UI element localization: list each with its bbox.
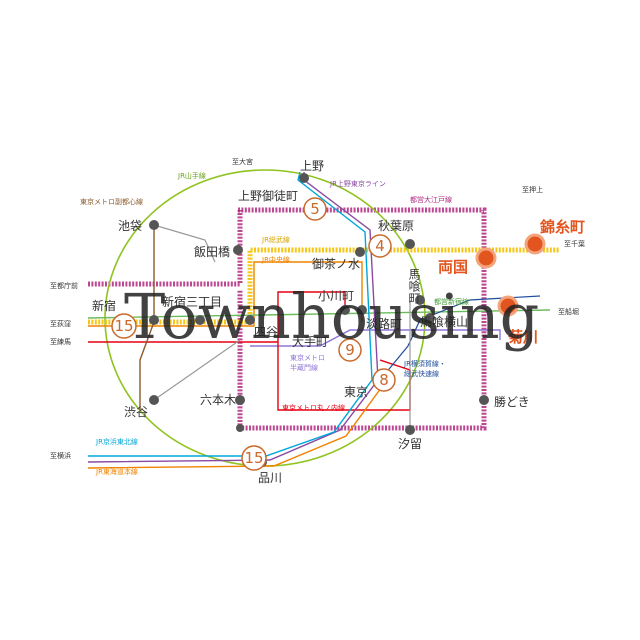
label-line-keihin: JR京浜東北線 xyxy=(95,437,138,446)
label-line-tokaido: JR東海道本線 xyxy=(95,467,138,476)
label-line-hanzomon-2: 半蔵門線 xyxy=(290,363,318,372)
dir-tochomae: 至都庁前 xyxy=(50,281,78,290)
fukutoshin-line xyxy=(139,225,155,410)
label-tokyo: 東京 xyxy=(344,385,368,399)
dir-chiba: 至千葉 xyxy=(564,239,585,248)
marunouchi-north xyxy=(277,291,346,342)
dot-shibuya xyxy=(149,395,159,405)
dot-shinjuku xyxy=(149,315,159,325)
dot-oedo-sw xyxy=(236,424,244,432)
label-line-oedo: 都営大江戸線 xyxy=(410,195,452,204)
dot-bakuro-yokoyama xyxy=(425,313,435,323)
label-ogawamachi: 小川町 xyxy=(318,289,354,303)
dir-funabori: 至船堀 xyxy=(558,307,579,316)
badge-shinagawa: 15 xyxy=(241,445,267,471)
dot-shiodome xyxy=(405,425,415,435)
label-ryogoku: 両国 xyxy=(438,258,468,276)
dir-yokohama: 至横浜 xyxy=(50,451,71,460)
grey-link xyxy=(153,224,216,263)
badge-akihabara: 4 xyxy=(368,234,392,258)
dot-shinjuku-sanchome xyxy=(195,315,205,325)
label-line-sobu-rapid: 総武快速線 xyxy=(404,369,439,378)
badge-shinagawa-text: 15 xyxy=(244,449,263,467)
hanzomon-line xyxy=(250,329,501,347)
label-shinjuku-sanchome: 新宿三丁目 xyxy=(162,294,222,309)
badge-tokyo-text: 8 xyxy=(379,371,389,389)
dot-kachidoki xyxy=(479,395,489,405)
dot-ogawamachi xyxy=(340,305,350,315)
label-bakurocho: 馬喰町 xyxy=(407,268,421,304)
label-yotsuya: 四谷 xyxy=(254,325,278,339)
dot-bakurocho xyxy=(415,295,425,305)
label-line-shinjuku: 都営新宿線 xyxy=(434,297,469,306)
shinjuku-line xyxy=(87,309,551,319)
label-shiodome: 汐留 xyxy=(398,436,422,451)
direction-labels: 至大宮 至押上 至千葉 至船堀 至都庁前 至荻窪 至練馬 至横浜 xyxy=(50,157,585,460)
label-line-yamanote: JR山手線 xyxy=(177,171,206,180)
label-line-hanzomon: 東京メトロ xyxy=(290,353,325,362)
line-labels: JR山手線 東京メトロ副都心線 JR上野東京ライン 都営大江戸線 JR総武線 J… xyxy=(80,171,469,476)
oedo-line-west xyxy=(88,210,243,287)
watermark: Townhousing xyxy=(124,280,539,353)
dot-ikebukuro xyxy=(149,220,159,230)
oedo-line xyxy=(237,207,487,431)
label-bakuro-yokoyama: 馬喰横山 xyxy=(420,314,468,329)
label-line-ueno-tokyo: JR上野東京ライン xyxy=(329,179,386,188)
grey-link-2 xyxy=(153,339,241,401)
label-line-yokosuka: JR横須賀線・ xyxy=(403,359,446,368)
badge-ueno-okachimachi: 5 xyxy=(303,197,327,221)
dot-ueno xyxy=(299,173,309,183)
badge-akihabara-text: 4 xyxy=(375,237,385,255)
dir-omiya: 至大宮 xyxy=(232,157,253,166)
badge-shinjuku: 15 xyxy=(111,313,137,339)
station-labels: 上野 上野御徒町 池袋 飯田橋 秋葉原 御茶ノ水 馬喰町 両国 錦糸町 新宿 新… xyxy=(92,159,585,485)
label-shinagawa: 品川 xyxy=(258,471,282,485)
badge-ueno-okachimachi-text: 5 xyxy=(310,200,320,218)
dot-yotsuya xyxy=(245,315,255,325)
label-shibuya: 渋谷 xyxy=(124,405,148,419)
badge-tokyo: 8 xyxy=(372,368,396,392)
label-kachidoki: 勝どき xyxy=(494,394,530,409)
dot-iidabashi xyxy=(233,245,243,255)
label-shinjuku: 新宿 xyxy=(92,298,116,313)
label-roppongi: 六本木 xyxy=(200,393,236,407)
minute-badges: 5 4 15 9 8 15 xyxy=(111,197,396,471)
badge-otemachi-text: 9 xyxy=(345,341,355,359)
dot-roppongi xyxy=(235,395,245,405)
dot-ryogoku xyxy=(475,247,497,269)
label-line-fukutoshin: 東京メトロ副都心線 xyxy=(80,197,143,206)
dir-nerima: 至練馬 xyxy=(50,337,71,346)
label-ochanomizu: 御茶ノ水 xyxy=(312,256,360,271)
badge-shinjuku-text: 15 xyxy=(114,317,133,335)
label-kikukawa: 菊川 xyxy=(508,328,538,346)
dot-awajicho xyxy=(357,305,367,315)
dir-ogikubo: 至荻窪 xyxy=(50,319,71,328)
tokaido-line xyxy=(87,383,385,469)
label-kinshicho: 錦糸町 xyxy=(539,218,585,236)
badge-otemachi: 9 xyxy=(338,338,362,362)
dir-oshiage: 至押上 xyxy=(522,185,543,194)
dot-akihabara xyxy=(405,239,415,249)
dot-kinshicho xyxy=(524,233,546,255)
yokosuka-line xyxy=(379,295,541,381)
label-ueno-okachimachi: 上野御徒町 xyxy=(238,188,298,203)
label-akihabara: 秋葉原 xyxy=(378,219,414,233)
label-iidabashi: 飯田橋 xyxy=(194,244,230,259)
label-otemachi: 大手町 xyxy=(292,335,328,349)
label-line-marunouchi: 東京メトロ丸ノ内線 xyxy=(282,403,345,412)
label-ueno: 上野 xyxy=(300,159,324,173)
dot-kikukawa xyxy=(497,295,519,317)
dot-ochanomizu xyxy=(355,247,365,257)
label-line-sobu: JR総武線 xyxy=(261,235,290,244)
label-ikebukuro: 池袋 xyxy=(118,219,142,233)
label-awajicho: 淡路町 xyxy=(366,316,402,331)
label-line-chuo: JR中央線 xyxy=(261,255,290,264)
chuo-line xyxy=(88,261,363,327)
